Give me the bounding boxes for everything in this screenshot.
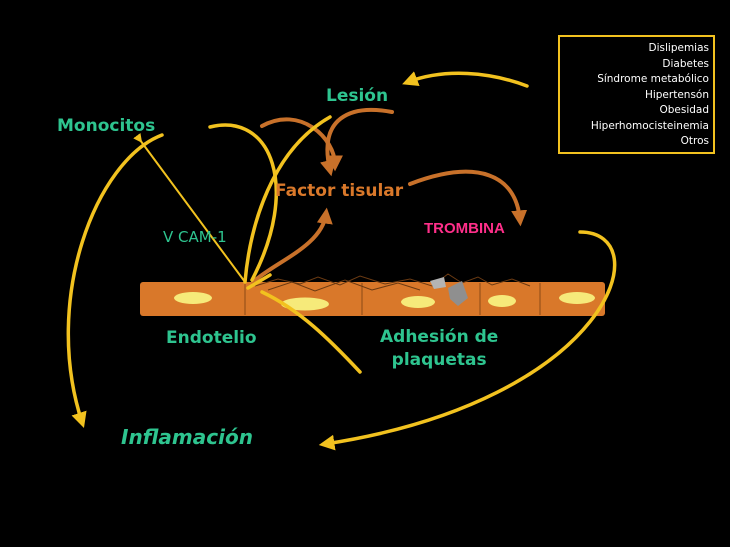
arrow-risk-to-lesion [408,73,527,86]
label-factor-tisular: Factor tisular [275,181,403,201]
arrow-monocitos-to-inflamacion [68,135,162,422]
arrow-endothelium-to-factor [253,214,326,282]
risk-factor-item: Síndrome metabólico [560,72,709,88]
risk-factor-item: Hipertensón [560,88,709,104]
cell-nucleus [488,295,516,307]
arrow-lesion-to-factor [327,110,392,170]
risk-factor-item: Diabetes [560,57,709,73]
cell-nucleus [174,292,212,304]
label-adhesion-line1: Adhesión de [380,326,498,349]
arrow-lesion-arc [210,125,276,280]
label-inflamacion: Inflamación [121,425,253,449]
label-trombina: TROMBINA [424,220,505,237]
risk-factor-item: Dislipemias [560,41,709,57]
risk-factors-box: Dislipemias Diabetes Síndrome metabólico… [558,35,715,154]
label-adhesion-plaquetas: Adhesión de plaquetas [380,326,498,372]
label-lesion: Lesión [326,86,388,106]
arrow-endothelium-to-monocitos [140,140,245,282]
label-monocitos: Monocitos [57,116,155,136]
risk-factor-item: Otros [560,134,709,150]
risk-factor-item: Hiperhomocisteinemia [560,119,709,135]
endothelium-layer [140,274,605,316]
label-endotelio: Endotelio [166,328,257,348]
label-adhesion-line2: plaquetas [380,349,498,372]
label-vcam: V CAM-1 [163,228,227,246]
arrow-factor-to-trombina [410,172,520,220]
risk-factor-item: Obesidad [560,103,709,119]
cell-nucleus [401,296,435,308]
cell-nucleus [559,292,595,304]
